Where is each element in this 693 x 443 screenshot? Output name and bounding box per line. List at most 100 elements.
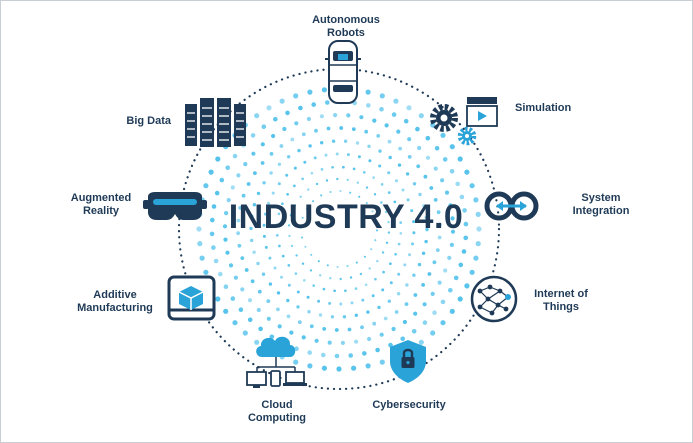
pattern-dot: [336, 366, 342, 372]
pattern-dot: [384, 123, 389, 128]
pattern-dot: [293, 166, 297, 170]
pattern-dot: [406, 105, 412, 111]
pattern-dot: [236, 218, 241, 223]
pattern-dot: [328, 301, 332, 305]
pattern-dot: [238, 307, 244, 313]
pattern-dot: [287, 224, 291, 227]
gears-clapperboard-icon: [430, 97, 498, 146]
pattern-dot: [256, 191, 261, 196]
pattern-dot: [296, 305, 300, 309]
pattern-dot: [391, 112, 397, 117]
pattern-dot: [391, 326, 396, 332]
pattern-dot: [399, 221, 403, 224]
pattern-dot: [219, 177, 225, 183]
pattern-dot: [364, 283, 368, 287]
pattern-dot: [349, 191, 352, 194]
pattern-dot: [268, 256, 272, 260]
pattern-dot: [276, 291, 281, 295]
pattern-dot: [262, 223, 266, 227]
pattern-dot: [211, 245, 216, 250]
pattern-dot: [464, 283, 470, 289]
pattern-dot: [232, 320, 238, 326]
pattern-dot: [218, 271, 223, 277]
pattern-dot: [372, 321, 377, 326]
pattern-dot: [378, 149, 382, 153]
pattern-dot: [225, 250, 230, 255]
pattern-dot: [333, 113, 338, 118]
pattern-dot: [346, 153, 350, 157]
pattern-dot: [307, 363, 313, 369]
pattern-dot: [215, 296, 221, 302]
pattern-dot: [422, 320, 428, 325]
pattern-dot: [260, 161, 265, 165]
pattern-dot: [340, 340, 345, 345]
cloud-devices-icon: [246, 336, 307, 388]
pattern-dot: [293, 184, 296, 188]
pattern-dot: [301, 335, 306, 340]
pattern-dot: [442, 157, 448, 162]
pattern-dot: [432, 310, 437, 316]
pattern-dot: [450, 229, 456, 234]
pattern-dot: [389, 262, 392, 266]
pattern-dot: [344, 289, 347, 293]
pattern-dot: [403, 118, 409, 124]
pattern-dot: [412, 273, 416, 277]
pattern-dot: [407, 155, 412, 159]
pattern-dot: [436, 210, 441, 215]
pattern-dot: [364, 129, 369, 134]
pattern-dot: [461, 249, 467, 254]
pattern-dot: [368, 159, 372, 163]
pattern-dot: [311, 102, 317, 107]
pattern-dot: [277, 324, 282, 329]
pattern-dot: [324, 153, 328, 157]
pattern-dot: [260, 142, 265, 147]
pattern-dot: [271, 191, 275, 195]
pattern-dot: [322, 287, 326, 291]
pattern-dot: [266, 316, 271, 321]
pattern-dot: [359, 115, 364, 120]
pattern-dot: [314, 128, 318, 133]
pattern-dot: [413, 311, 418, 316]
pattern-dot: [305, 207, 308, 210]
pattern-dot: [350, 301, 354, 305]
pattern-dot: [317, 260, 320, 263]
pattern-dot: [342, 315, 347, 319]
pattern-dot: [268, 282, 273, 286]
pattern-dot: [469, 269, 475, 275]
pattern-dot: [304, 245, 307, 248]
pattern-dot: [275, 234, 279, 237]
pattern-dot: [425, 155, 431, 160]
pattern-dot: [267, 201, 270, 205]
network-brain-icon: [470, 275, 518, 323]
pattern-dot: [473, 197, 479, 203]
pattern-dot: [214, 190, 220, 196]
pattern-dot: [312, 284, 316, 287]
pattern-dot: [299, 226, 303, 229]
pattern-dot: [449, 308, 455, 314]
pattern-dot: [354, 287, 358, 290]
pattern-dot: [290, 244, 294, 248]
pattern-dot: [339, 189, 342, 193]
pattern-dot: [236, 173, 241, 178]
pattern-dot: [225, 165, 230, 170]
pattern-dot: [256, 261, 260, 266]
pattern-dot: [387, 171, 391, 175]
pattern-dot: [228, 263, 234, 268]
pattern-dot: [329, 190, 332, 194]
pattern-dot: [290, 137, 295, 142]
pattern-dot: [335, 152, 339, 156]
pattern-dot: [351, 127, 356, 131]
pattern-dot: [209, 231, 215, 237]
pattern-dot: [269, 152, 274, 156]
pattern-dot: [250, 214, 254, 219]
pattern-dot: [458, 262, 464, 268]
pattern-dot: [366, 310, 370, 314]
pattern-dot: [379, 93, 385, 99]
pattern-dot: [294, 272, 298, 275]
pattern-dot: [358, 195, 361, 198]
pattern-dot: [360, 325, 364, 330]
